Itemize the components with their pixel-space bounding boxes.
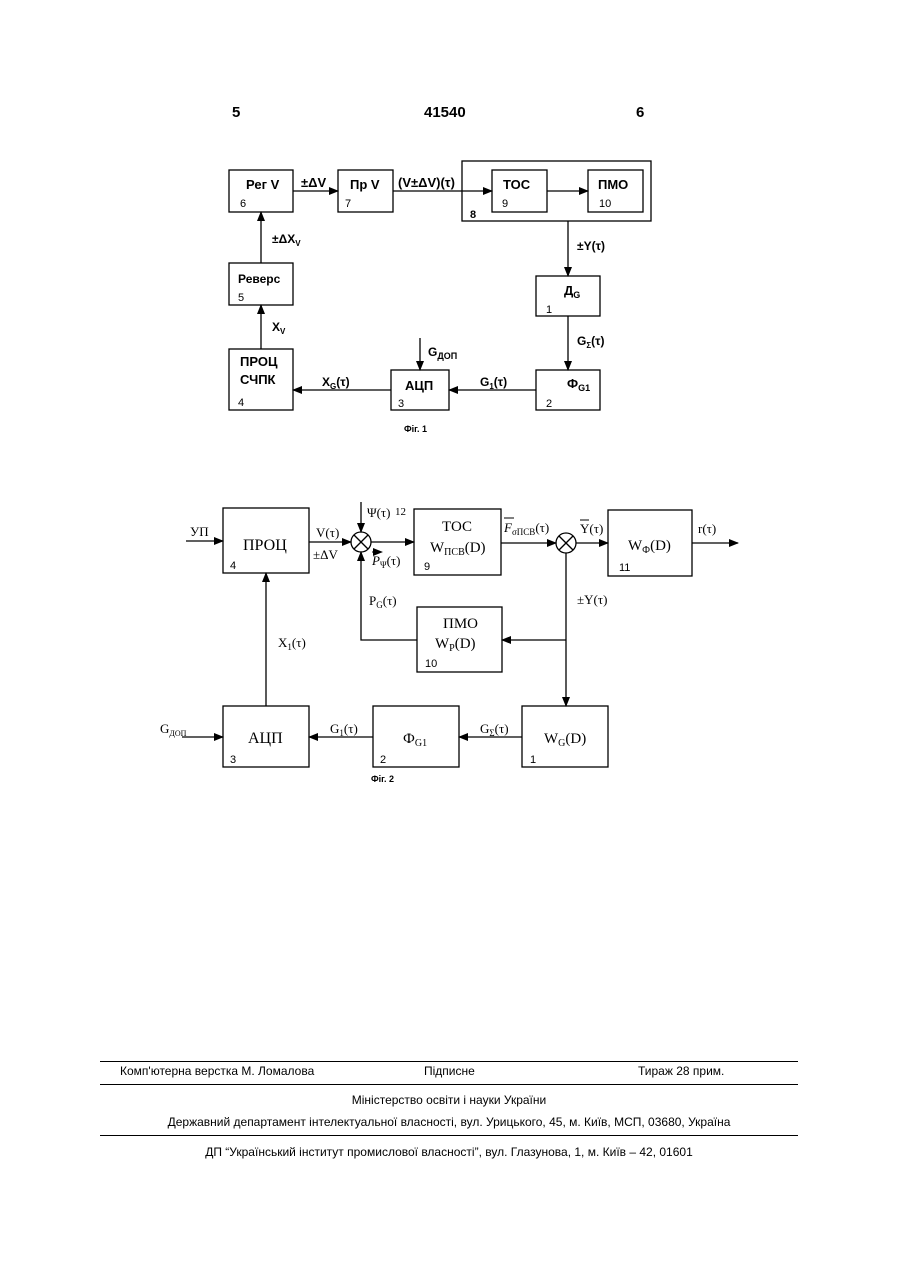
caption-fig1: Фіг. 1 xyxy=(404,424,427,434)
num-tos: 9 xyxy=(502,198,508,210)
signal-dxv: ±ΔXV xyxy=(272,232,301,248)
signal-y: ±Y(τ) xyxy=(577,239,605,253)
num2-tos: 9 xyxy=(424,561,430,573)
signal2-f: FσПСВ(τ) xyxy=(503,520,549,537)
footer-circulation: Тираж 28 прим. xyxy=(638,1064,724,1078)
label-pr-v: Пр V xyxy=(350,177,380,192)
num-reg-v: 6 xyxy=(240,198,246,210)
label-tos: ТОС xyxy=(503,177,531,192)
signal2-psi-num: 12 xyxy=(395,506,406,518)
signal2-y: ±Y(τ) xyxy=(577,592,607,607)
label2-adc: АЦП xyxy=(248,730,283,747)
figure-2-text: ПРОЦ 4 ТОС WПСВ(D) 9 WФ(D) 11 ПМО WP(D) … xyxy=(160,505,716,784)
footer-department: Державний департамент інтелектуальної вл… xyxy=(100,1115,798,1129)
num2-proc: 4 xyxy=(230,560,236,572)
label2-proc: ПРОЦ xyxy=(243,537,287,554)
num-pmo: 10 xyxy=(599,198,611,210)
signal2-r: r(τ) xyxy=(698,521,716,536)
caption-fig2: Фіг. 2 xyxy=(371,774,394,784)
footer-rule-bottom xyxy=(100,1135,798,1136)
num2-w-g: 1 xyxy=(530,754,536,766)
footer-layout-credit: Комп'ютерна верстка М. Ломалова xyxy=(120,1064,314,1078)
signal-xg: XG(τ) xyxy=(322,375,350,391)
signal2-dv: ±ΔV xyxy=(313,547,338,562)
label-d-g: ДG xyxy=(564,283,580,300)
signal-g1: G1(τ) xyxy=(480,375,507,391)
signal2-g1: G1(τ) xyxy=(330,721,358,738)
signal2-psi: Ψ(τ) xyxy=(367,505,390,520)
signal-gdop: GДОП xyxy=(428,345,457,361)
num-group-8: 8 xyxy=(470,209,476,221)
num-revers: 5 xyxy=(238,292,244,304)
signal2-x1: X1(τ) xyxy=(278,635,306,652)
label2-f-g1: ФG1 xyxy=(403,731,427,749)
num2-pmo: 10 xyxy=(425,658,437,670)
footer-rule-middle xyxy=(100,1084,798,1085)
signal2-up: УП xyxy=(190,524,209,539)
num2-f-g1: 2 xyxy=(380,754,386,766)
num-f-g1: 2 xyxy=(546,398,552,410)
num2-adc: 3 xyxy=(230,754,236,766)
label-f-g1: ФG1 xyxy=(567,376,590,393)
label2-w-f: WФ(D) xyxy=(628,538,671,556)
signal2-gs: GΣ(τ) xyxy=(480,721,509,738)
label2-tos-2: WПСВ(D) xyxy=(430,540,486,558)
label2-w-g: WG(D) xyxy=(544,731,586,749)
num2-w-f: 11 xyxy=(619,562,630,574)
signal-g-sigma: GΣ(τ) xyxy=(577,334,605,350)
footer-rule-top xyxy=(100,1061,798,1062)
figure-1-text: Рег V 6 Пр V 7 8 ТОС 9 ПМО 10 ДG 1 ФG1 2… xyxy=(238,175,628,434)
label-revers: Реверс xyxy=(238,272,281,286)
label2-tos-1: ТОС xyxy=(442,519,472,535)
label2-pmo-2: WP(D) xyxy=(435,636,476,654)
label2-pmo-1: ПМО xyxy=(443,616,478,632)
label-proc-2: СЧПК xyxy=(240,372,276,387)
signal2-y-vec: Y(τ) xyxy=(580,521,603,536)
num-d-g: 1 xyxy=(546,304,552,316)
signal2-pg: PG(τ) xyxy=(369,593,397,610)
label-pmo: ПМО xyxy=(598,177,628,192)
figure-1 xyxy=(229,161,651,410)
signal-vdv: (V±ΔV)(τ) xyxy=(398,175,455,190)
signal-xv: XV xyxy=(272,320,286,336)
footer-ministry: Міністерство освіти і науки України xyxy=(100,1093,798,1107)
num-proc: 4 xyxy=(238,397,244,409)
footer-signed: Підписне xyxy=(424,1064,475,1078)
signal2-v: V(τ) xyxy=(316,525,339,540)
label-proc-1: ПРОЦ xyxy=(240,354,278,369)
num-adc: 3 xyxy=(398,398,404,410)
signal-dv: ±ΔV xyxy=(301,175,326,190)
footer-institute: ДП “Український інститут промислової вла… xyxy=(100,1145,798,1159)
num-pr-v: 7 xyxy=(345,198,351,210)
label-adc: АЦП xyxy=(405,378,433,393)
label-reg-v: Рег V xyxy=(246,177,280,192)
signal2-gdop: GДОП xyxy=(160,721,187,738)
signal2-p-psi: PΨ(τ) xyxy=(371,553,400,570)
